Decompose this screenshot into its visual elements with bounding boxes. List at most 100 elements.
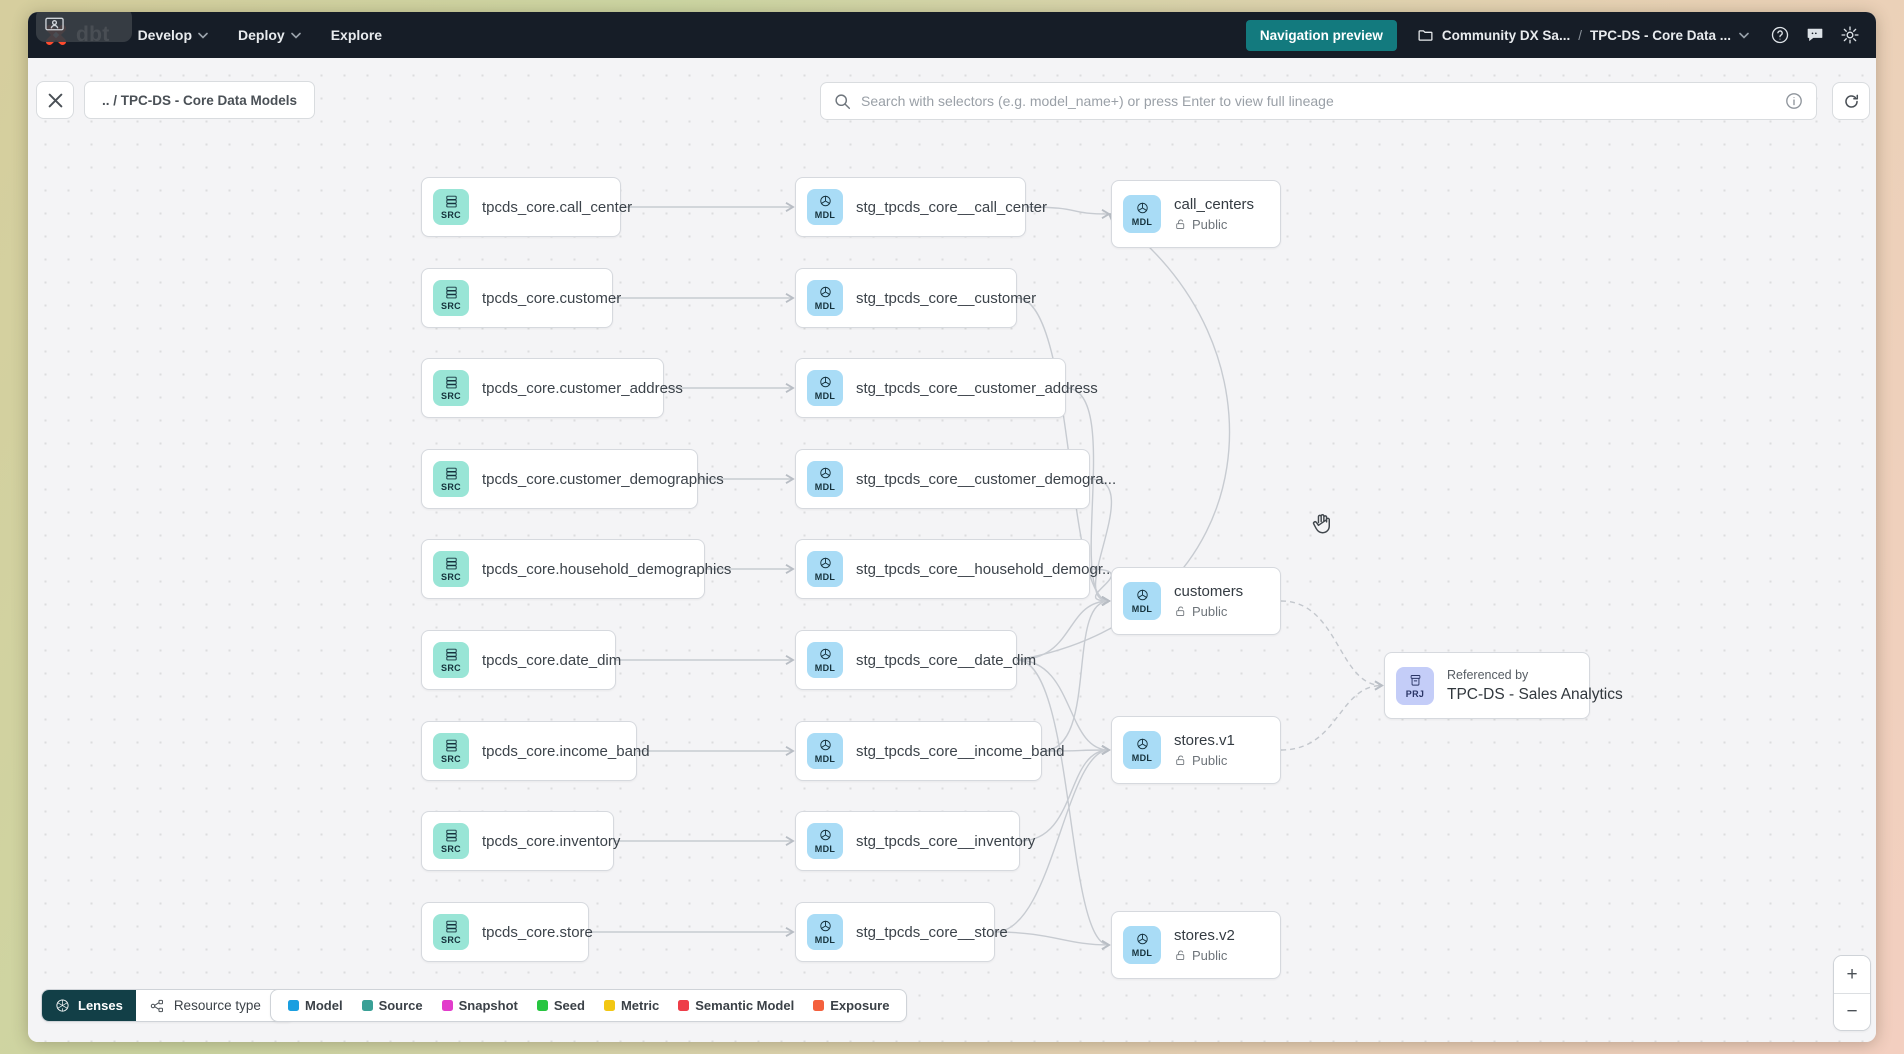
chevron-down-icon (1739, 32, 1749, 39)
source-badge: SRC (433, 551, 469, 587)
node-label: tpcds_core.customer (482, 289, 622, 307)
close-icon (48, 93, 62, 107)
source-badge: SRC (433, 189, 469, 225)
search-info-icon[interactable] (1785, 92, 1803, 110)
lineage-edge (994, 931, 1111, 950)
referenced-by-label: Referenced by (1447, 667, 1529, 682)
source-database-icon (445, 829, 457, 842)
lenses-button[interactable]: Lenses (42, 990, 136, 1021)
node-label: stores.v2 (1174, 927, 1235, 944)
navigation-preview-button[interactable]: Navigation preview (1245, 19, 1397, 51)
lineage-edge (1019, 745, 1111, 842)
close-lineage-button[interactable] (36, 81, 74, 119)
model-cube-icon (819, 195, 831, 207)
nav-menu-develop[interactable]: Develop (138, 27, 208, 43)
chevron-down-icon (198, 32, 208, 39)
source-badge: SRC (433, 370, 469, 406)
zoom-controls: + − (1833, 955, 1871, 1031)
source-database-icon (445, 739, 457, 752)
source-database-icon (445, 195, 457, 208)
nav-menu-explore[interactable]: Explore (330, 27, 383, 43)
model-badge: MDL (1123, 582, 1161, 620)
legend-swatch (536, 1000, 548, 1011)
model-cube-icon (1136, 202, 1148, 214)
account-name: Community DX Sa... (1441, 27, 1571, 43)
legend-swatch (361, 1000, 373, 1011)
model-badge: MDL (807, 370, 843, 406)
folder-icon (1418, 29, 1433, 41)
access-level: Public (1174, 604, 1243, 619)
node-label: stg_tpcds_core__store (856, 923, 1008, 941)
node-label: stg_tpcds_core__date_dim (856, 651, 1037, 669)
zoom-out-button[interactable]: − (1834, 993, 1870, 1030)
node-label: stg_tpcds_core__customer (856, 289, 1037, 307)
source-badge: SRC (433, 914, 469, 950)
access-level: Public (1174, 753, 1235, 768)
lineage-breadcrumb-chip[interactable]: .. / TPC-DS - Core Data Models (84, 81, 316, 119)
public-unlock-icon (1176, 606, 1185, 616)
source-badge: SRC (433, 461, 469, 497)
feedback-icon[interactable] (1804, 25, 1825, 46)
lineage-edge (1280, 680, 1384, 751)
grab-hand-cursor (1312, 514, 1330, 534)
model-cube-icon (819, 920, 831, 932)
lineage-edge (1025, 206, 1111, 219)
model-badge: MDL (807, 551, 843, 587)
legend-item-seed: Seed (536, 998, 585, 1013)
lineage-edge (1041, 745, 1111, 755)
nav-menu-deploy[interactable]: Deploy (238, 27, 301, 43)
source-database-icon (445, 376, 457, 389)
node-label: call_centers (1174, 196, 1255, 213)
node-label: stg_tpcds_core__call_center (856, 198, 1047, 216)
search-input[interactable] (861, 93, 1775, 109)
model-cube-icon (819, 286, 831, 298)
node-label: tpcds_core.customer_demographics (482, 470, 724, 488)
node-label: customers (1174, 583, 1244, 600)
lenses-label: Lenses (78, 998, 123, 1013)
model-cube-icon (819, 467, 831, 479)
zoom-in-button[interactable]: + (1834, 956, 1870, 993)
help-icon[interactable] (1769, 25, 1790, 46)
source-database-icon (445, 467, 457, 480)
lenses-control-group: Lenses Resource type (41, 989, 295, 1022)
resource-type-dropdown[interactable]: Resource type (135, 990, 294, 1021)
model-badge: MDL (1123, 926, 1161, 964)
source-node[interactable]: SRC tpcds_core.customer_demographics (421, 449, 724, 509)
lineage-edge (1016, 659, 1111, 755)
model-cube-icon (819, 557, 831, 569)
source-database-icon (445, 920, 457, 933)
legend-item-metric: Metric (603, 998, 659, 1013)
model-badge: MDL (807, 461, 843, 497)
public-unlock-icon (1176, 219, 1185, 229)
access-level: Public (1174, 948, 1235, 963)
model-cube-icon (1136, 589, 1148, 601)
node-label: stg_tpcds_core__inventory (856, 832, 1036, 850)
refresh-lineage-button[interactable] (1832, 82, 1870, 120)
settings-gear-icon[interactable] (1839, 25, 1860, 46)
node-label: tpcds_core.inventory (482, 832, 621, 850)
project-breadcrumb[interactable]: Community DX Sa... / TPC-DS - Core Data … (1417, 27, 1749, 44)
